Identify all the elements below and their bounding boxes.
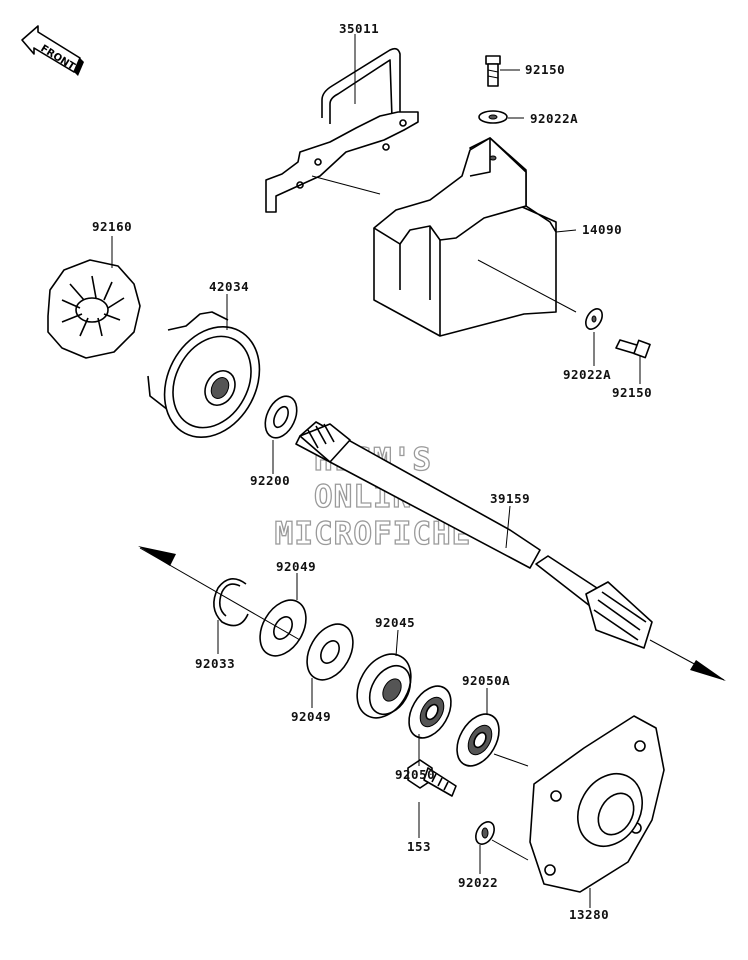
part-label-92022a-lower: 92022A	[563, 367, 611, 382]
centerline-arrows	[138, 175, 726, 681]
bolt-153	[407, 759, 457, 797]
part-label-153: 153	[407, 839, 431, 854]
part-label-92050: 92050	[395, 767, 435, 782]
part-label-92050a: 92050A	[462, 673, 510, 688]
leader-lines	[111, 34, 641, 908]
part-label-92033: 92033	[195, 656, 235, 671]
front-label: FRONT	[38, 43, 76, 73]
bearing-92045	[356, 653, 412, 719]
part-label-42034: 42034	[209, 279, 249, 294]
oil-seal-92050a	[456, 713, 500, 767]
cover-14090	[373, 137, 557, 337]
bolt-92150-lower	[615, 339, 651, 359]
watermark-line-3: MICROFICHE	[275, 516, 472, 552]
washer-92049-front	[259, 599, 307, 657]
part-label-92160: 92160	[92, 219, 132, 234]
bolt-92150-upper	[485, 55, 501, 87]
part-label-92049-front: 92049	[276, 559, 316, 574]
shaft-39159	[295, 421, 653, 649]
washer-92200	[264, 395, 298, 439]
circlip-92033	[213, 578, 249, 627]
part-label-14090: 14090	[582, 222, 622, 237]
part-labels: 35011 92150 92022A 14090 92022A 92150 92…	[92, 21, 652, 922]
washer-92022a-lower	[585, 308, 603, 330]
damper-92160	[47, 259, 141, 359]
part-label-35011: 35011	[339, 21, 379, 36]
part-label-92022: 92022	[458, 875, 498, 890]
part-label-92150-lower: 92150	[612, 385, 652, 400]
impeller-42034	[147, 311, 261, 439]
washer-92049-rear	[306, 623, 354, 681]
oil-seal-92050	[408, 685, 452, 739]
part-label-92049-rear: 92049	[291, 709, 331, 724]
part-label-92045: 92045	[375, 615, 415, 630]
part-label-39159: 39159	[490, 491, 530, 506]
washer-92022	[475, 821, 495, 845]
part-label-13280: 13280	[569, 907, 609, 922]
part-label-92022a-upper: 92022A	[530, 111, 578, 126]
washer-92022a-upper	[478, 110, 508, 124]
part-label-92150-upper: 92150	[525, 62, 565, 77]
front-arrow-icon: FRONT	[21, 25, 84, 76]
part-label-92200: 92200	[250, 473, 290, 488]
housing-13280	[529, 715, 665, 893]
bracket-35011	[265, 47, 419, 213]
